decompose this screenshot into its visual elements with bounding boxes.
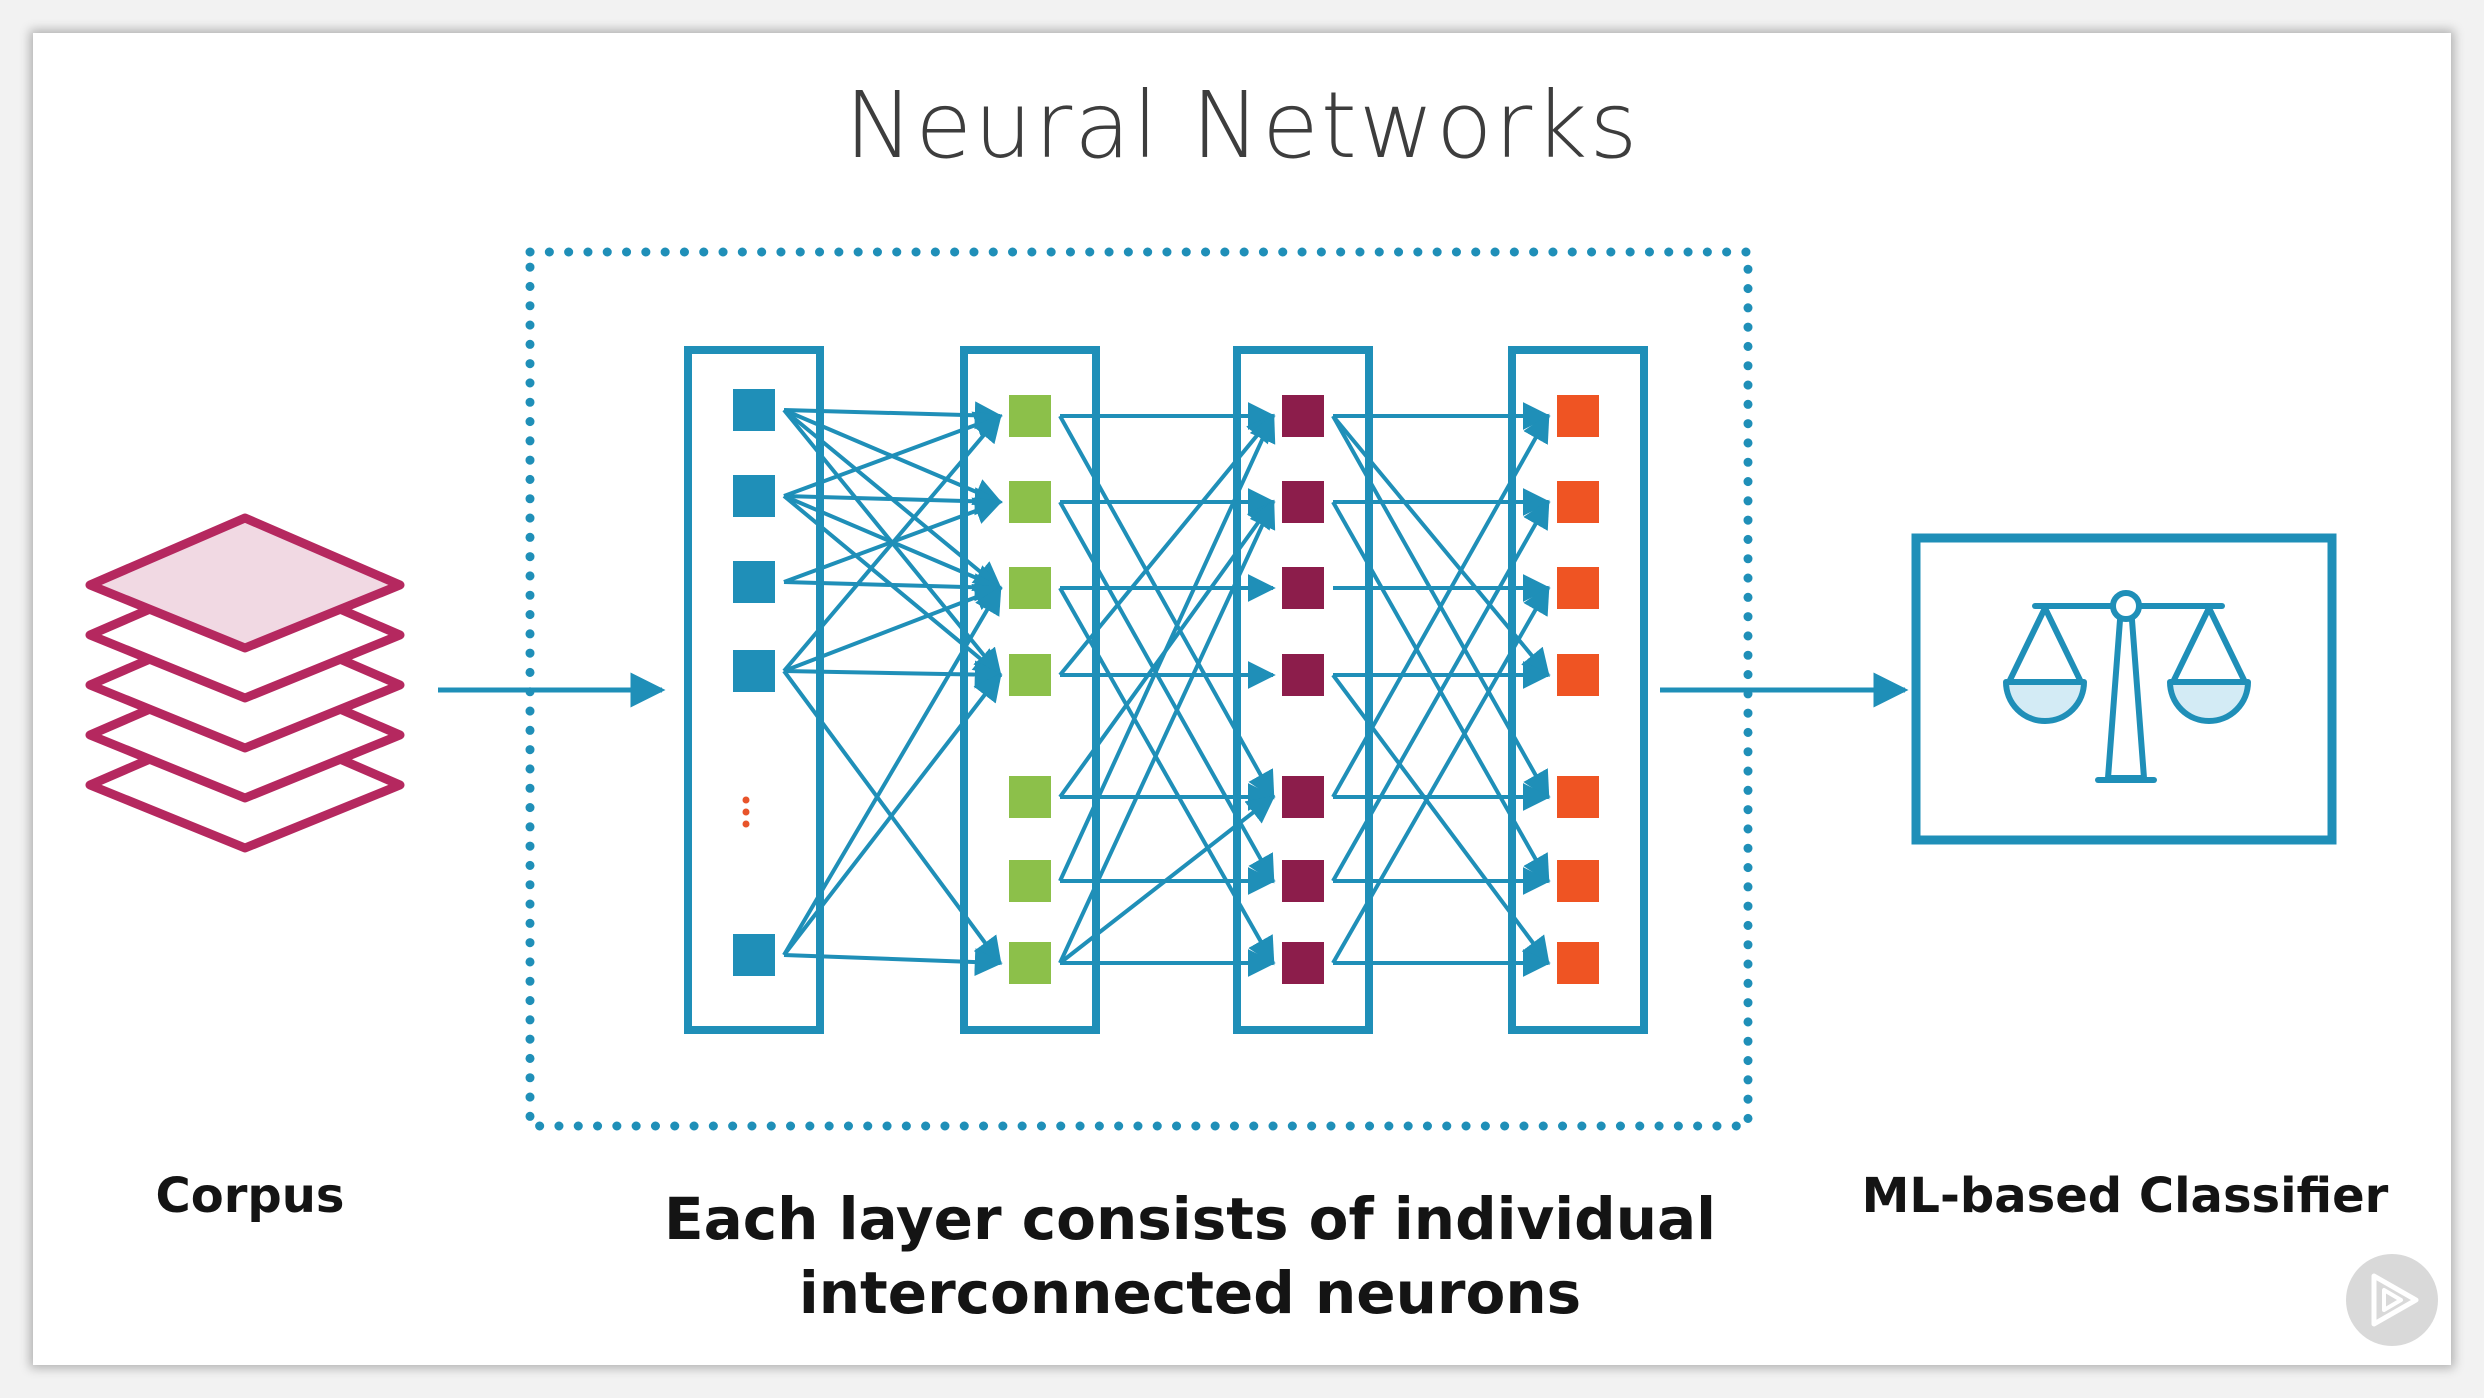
layer-3-neuron (1282, 395, 1324, 437)
balance-scale-icon (2003, 590, 2251, 783)
layer-4-neuron (1557, 942, 1599, 984)
layer-1-box (684, 346, 824, 1034)
play-logo-button[interactable] (2346, 1254, 2438, 1346)
layer-2-neuron (1009, 567, 1051, 609)
layer-3-neuron (1282, 942, 1324, 984)
layer-4-neuron (1557, 776, 1599, 818)
layer-4-neuron (1557, 567, 1599, 609)
layer-1-ellipsis-dot (742, 796, 750, 804)
network-connections (782, 401, 1551, 977)
corpus-layer-1 (85, 513, 405, 653)
classifier-box (1911, 533, 2337, 845)
layer-1-neuron (733, 389, 775, 431)
slide-title: Neural Networks (844, 72, 1640, 179)
layer-2-neuron (1009, 776, 1051, 818)
layer-1-neuron (733, 561, 775, 603)
connection-arrow (1058, 499, 1276, 964)
layer-2-neuron (1009, 942, 1051, 984)
network-boundary (525, 247, 1753, 1131)
connection-arrow (1058, 413, 1276, 882)
layer-1-neuron (733, 650, 775, 692)
connection-arrow (1058, 415, 1275, 800)
layer-caption: Each layer consists of individual interc… (600, 1182, 1780, 1330)
layer-1-ellipsis-dot (742, 820, 750, 828)
layer-1-ellipsis-dot (742, 808, 750, 816)
layer-2-box (960, 346, 1100, 1034)
corpus-stack-icon (85, 513, 405, 853)
layer-caption-line-1: Each layer consists of individual (663, 1185, 1717, 1253)
network-layers (684, 346, 1648, 1034)
layer-1-neuron (733, 934, 775, 976)
layer-2-neuron (1009, 654, 1051, 696)
layer-4-neuron (1557, 860, 1599, 902)
classifier-label: ML-based Classifier (1861, 1168, 2389, 1224)
layer-4-neuron (1557, 481, 1599, 523)
layer-3-neuron (1282, 654, 1324, 696)
layer-3-neuron (1282, 481, 1324, 523)
layer-caption-line-2: interconnected neurons (798, 1259, 1582, 1327)
layer-4-box (1508, 346, 1648, 1034)
play-logo-icon (2371, 1273, 2419, 1327)
layer-4-neuron (1557, 654, 1599, 696)
corpus-label: Corpus (155, 1168, 345, 1224)
layer-3-neuron (1282, 567, 1324, 609)
layer-3-neuron (1282, 776, 1324, 818)
layer-2-neuron (1009, 481, 1051, 523)
layer-2-neuron (1009, 395, 1051, 437)
layer-3-neuron (1282, 860, 1324, 902)
layer-3-box (1233, 346, 1373, 1034)
layer-2-neuron (1009, 860, 1051, 902)
layer-1-neuron (733, 475, 775, 517)
layer-4-neuron (1557, 395, 1599, 437)
